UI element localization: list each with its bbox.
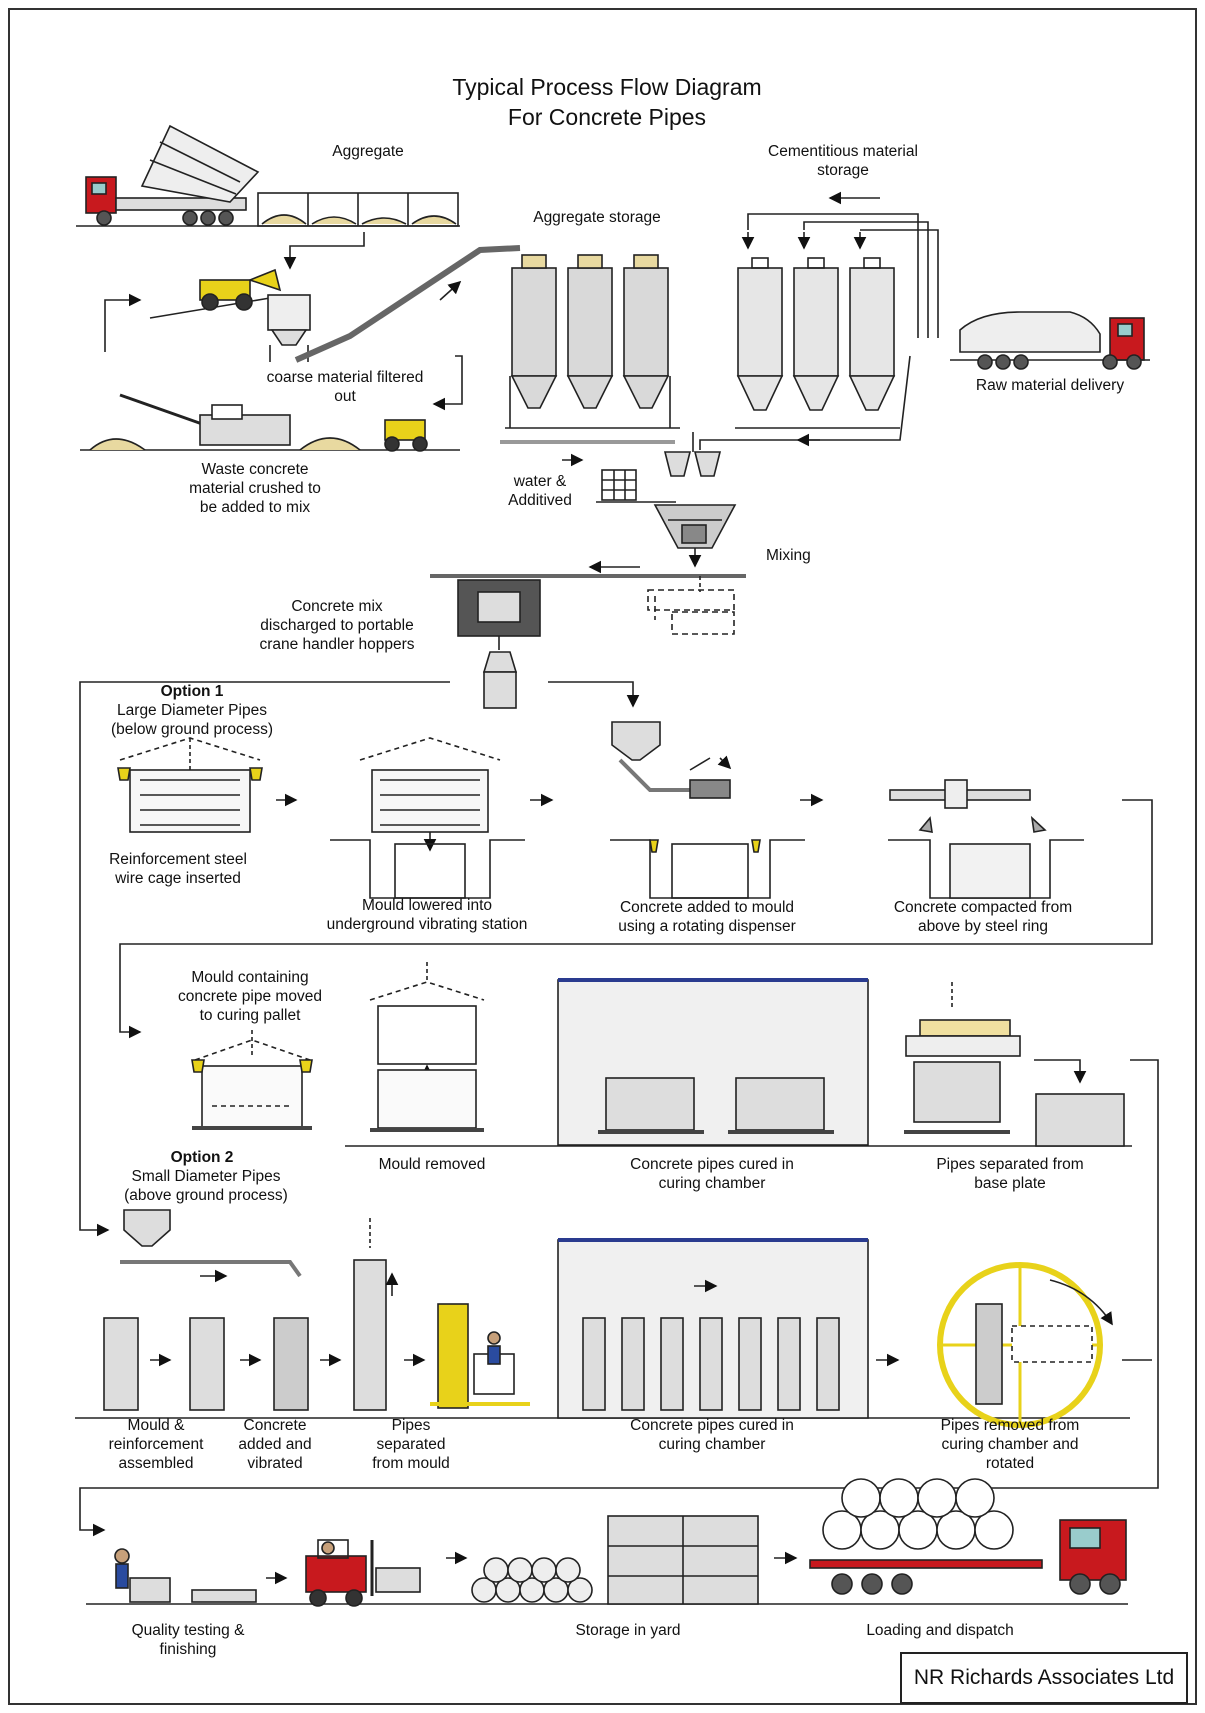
label-pipes-separated-mould: Pipes separated from mould xyxy=(372,1417,450,1472)
pipe-rotator-icon xyxy=(937,1262,1113,1428)
label-mould-reinforcement: Mould & reinforcement assembled xyxy=(108,1417,204,1472)
mobile-crusher-icon xyxy=(89,393,361,451)
wheel-loader-icon xyxy=(199,268,282,311)
label-loading-dispatch: Loading and dispatch xyxy=(866,1622,1014,1639)
label-option-1: Option 1 xyxy=(160,683,224,700)
mould-removed-icon xyxy=(369,962,485,1132)
diagram-frame xyxy=(8,8,1197,1705)
pipe-lorry-icon xyxy=(809,1478,1127,1595)
label-storage-yard: Storage in yard xyxy=(575,1622,681,1639)
forklift-icon xyxy=(305,1539,421,1607)
label-raw-material-delivery: Raw material delivery xyxy=(975,377,1125,394)
label-mould-lowered: Mould lowered into underground vibrating… xyxy=(326,897,528,933)
curing-pallet-move-icon xyxy=(191,1030,313,1130)
vibrating-station-icon xyxy=(330,737,525,899)
label-concrete-added-rotating: Concrete added to mould using a rotating… xyxy=(618,899,796,935)
cage-insert-icon xyxy=(117,737,263,833)
label-waste-concrete: Waste concrete material crushed to be ad… xyxy=(189,461,321,516)
title-line-2: For Concrete Pipes xyxy=(507,104,707,130)
label-cured-chamber-2: Concrete pipes cured in curing chamber xyxy=(630,1417,794,1453)
additive-tank-icon xyxy=(601,469,637,501)
label-aggregate: Aggregate xyxy=(332,143,404,160)
label-aggregate-storage: Aggregate storage xyxy=(533,209,661,226)
diagram-title: Typical Process Flow Diagram For Concret… xyxy=(452,72,761,132)
screening-hopper-icon xyxy=(267,294,311,362)
weigh-hoppers-icon xyxy=(663,432,722,477)
dashed-hopper-icon xyxy=(647,589,735,635)
compaction-ring-icon xyxy=(888,779,1084,899)
label-cured-chamber-1: Concrete pipes cured in curing chamber xyxy=(630,1156,794,1192)
forklift-worker-icon xyxy=(430,1303,530,1409)
label-coarse-filtered: coarse material filtered out xyxy=(266,369,424,405)
label-option-2-desc: Small Diameter Pipes (above ground proce… xyxy=(124,1168,288,1204)
label-reinforcement-inserted: Reinforcement steel wire cage inserted xyxy=(109,851,247,887)
label-mixing: Mixing xyxy=(766,547,811,564)
small-dispenser-icon xyxy=(120,1209,302,1283)
label-quality-testing: Quality testing & finishing xyxy=(131,1622,245,1658)
label-option-1-desc: Large Diameter Pipes (below ground proce… xyxy=(111,702,273,738)
label-option-2: Option 2 xyxy=(170,1149,234,1166)
loader-2-icon xyxy=(384,419,428,452)
stacked-pipes-yard-icon xyxy=(471,1515,759,1605)
label-concrete-compacted: Concrete compacted from above by steel r… xyxy=(893,899,1073,935)
company-name-box: NR Richards Associates Ltd xyxy=(900,1652,1188,1704)
base-plate-separation-icon xyxy=(904,982,1125,1147)
label-concrete-vibrated: Concrete added and vibrated xyxy=(238,1417,312,1472)
bulk-tanker-truck-icon xyxy=(950,311,1150,370)
label-cementitious-storage: Cementitious material storage xyxy=(768,143,918,179)
cement-silos-icon xyxy=(735,257,900,429)
label-pipes-removed-rotated: Pipes removed from curing chamber and ro… xyxy=(940,1417,1080,1472)
aggregate-bays-icon xyxy=(257,192,459,227)
rotating-dispenser-icon xyxy=(610,721,805,899)
quality-testing-icon xyxy=(114,1548,257,1603)
title-line-1: Typical Process Flow Diagram xyxy=(452,74,762,100)
curing-chamber-2-icon xyxy=(557,1238,869,1419)
label-water-additive: water & Additived xyxy=(508,473,572,509)
crane-hopper-icon xyxy=(457,579,541,709)
pipe-separation-icon xyxy=(353,1218,426,1411)
curing-chamber-1-icon xyxy=(557,978,869,1146)
label-concrete-mix-discharged: Concrete mix discharged to portable cran… xyxy=(259,598,415,653)
label-mould-moved: Mould containing concrete pipe moved to … xyxy=(178,969,322,1024)
mould-assembly-icon xyxy=(103,1317,342,1411)
mixer-icon xyxy=(653,504,737,568)
label-pipes-separated-base: Pipes separated from base plate xyxy=(936,1156,1084,1192)
aggregate-tipper-truck-icon xyxy=(85,124,260,226)
label-mould-removed: Mould removed xyxy=(378,1156,486,1173)
aggregate-silos-icon xyxy=(500,254,680,444)
